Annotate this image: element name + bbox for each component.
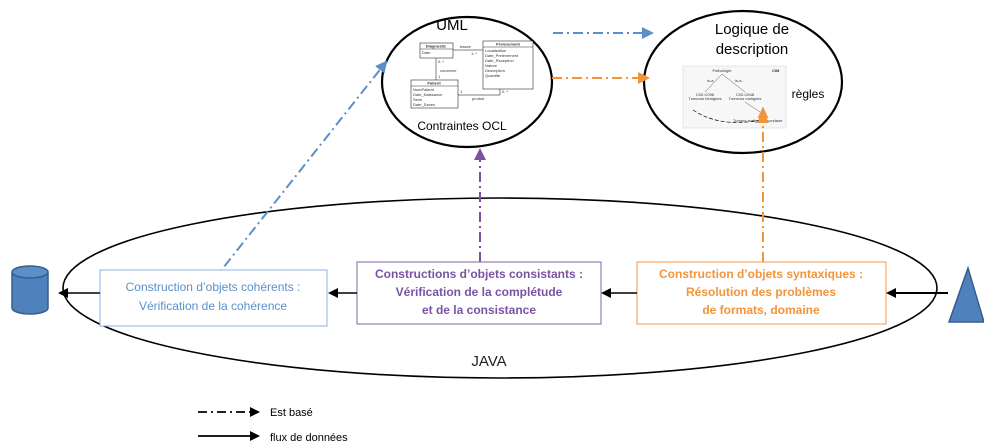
onto-left-code: C00-C096 [696, 92, 715, 97]
legend-flow-label: flux de données [270, 432, 348, 444]
consistent-box-line2: Vérification de la complétude [396, 285, 563, 299]
legend: Est basé flux de données [198, 407, 348, 444]
syntactic-box-line2: Résolution des problèmes [686, 285, 836, 299]
class-prelevement-attr: Date_Prelevement [485, 53, 519, 58]
assoc-multiplicity: 1..* [471, 51, 477, 56]
ontology-diagram: Pathologie CIM is-a is-a C00-C096 Tumeur… [682, 65, 787, 129]
consistent-box: Constructions d’objets consistants : Vér… [356, 261, 602, 325]
class-patient-attr: Date_Deces [413, 102, 435, 107]
java-label: JAVA [471, 353, 506, 370]
consistent-box-line1: Constructions d’objets consistants : [375, 267, 583, 281]
consistent-box-line3: et de la consistance [422, 303, 536, 317]
dl-title-line2: description [716, 41, 789, 58]
class-patient-attr: NumPatient [413, 87, 435, 92]
class-prelevement-name: Prelevement [496, 42, 520, 47]
uml-title: UML [436, 17, 468, 34]
syntactic-box: Construction d’objets syntaxiques : Réso… [636, 261, 887, 325]
class-diagnostic-name: Diagnostic [426, 44, 447, 49]
assoc-multiplicity: 0..* [438, 59, 444, 64]
data-source-triangle-icon [947, 265, 984, 323]
class-associations: basee concerne produit 0..* 1..* 1 0..* … [435, 44, 508, 101]
assoc-label: produit [472, 96, 485, 101]
ocl-constraints-label: Contraintes OCL [417, 119, 507, 133]
coherent-box-line2: Vérification de la cohérence [139, 299, 287, 313]
onto-left-label: Tumeurs bénignes [689, 96, 722, 101]
coherent-box-line1: Construction d’objets cohérents : [126, 280, 301, 294]
class-prelevement-attr: Quantite [485, 73, 501, 78]
coherent-box: Construction d’objets cohérents : Vérifi… [99, 269, 328, 327]
assoc-multiplicity: 1 [438, 74, 441, 79]
syntactic-box-line3: de formats, domaine [702, 303, 820, 317]
onto-root: Pathologie [713, 68, 733, 73]
uml-class-diagram: Diagnostic Date Prelevement Localisation… [410, 40, 534, 109]
class-patient-attr: Date_Naissance [413, 92, 443, 97]
onto-right-label: Tumeurs malignes [729, 96, 762, 101]
assoc-label: basee [460, 44, 472, 49]
dl-title-line1: Logique de [715, 21, 789, 38]
onto-bottom: Tumeur maligne secondaire [733, 118, 783, 123]
class-patient-name: Patient [427, 81, 441, 86]
class-prelevement: Prelevement Localisation Date_Prelevemen… [482, 40, 534, 90]
class-patient: Patient NumPatient Date_Naissance Sexe D… [410, 79, 459, 109]
legend-based-label: Est basé [270, 407, 313, 419]
onto-isa: is-a [707, 78, 714, 83]
class-diagnostic: Diagnostic Date [419, 42, 454, 59]
rules-label: règles [792, 87, 825, 101]
class-prelevement-attr: Nature [485, 63, 498, 68]
database-icon [11, 265, 49, 315]
syntactic-box-line1: Construction d’objets syntaxiques : [659, 267, 863, 281]
assoc-multiplicity: 0..* [502, 89, 508, 94]
class-diagnostic-attr: Date [422, 50, 431, 55]
class-patient-attr: Sexe [413, 97, 423, 102]
coherent-to-uml-arrow [211, 60, 388, 283]
onto-right-code: C00-C848 [736, 92, 755, 97]
assoc-multiplicity: 1 [460, 89, 463, 94]
assoc-label: concerne [440, 68, 457, 73]
onto-isa: is-a [735, 78, 742, 83]
onto-cim: CIM [772, 68, 780, 73]
class-prelevement-attr: Localisation [485, 48, 506, 53]
class-prelevement-attr: Description [485, 68, 505, 73]
class-prelevement-attr: Date_Reception [485, 58, 514, 63]
